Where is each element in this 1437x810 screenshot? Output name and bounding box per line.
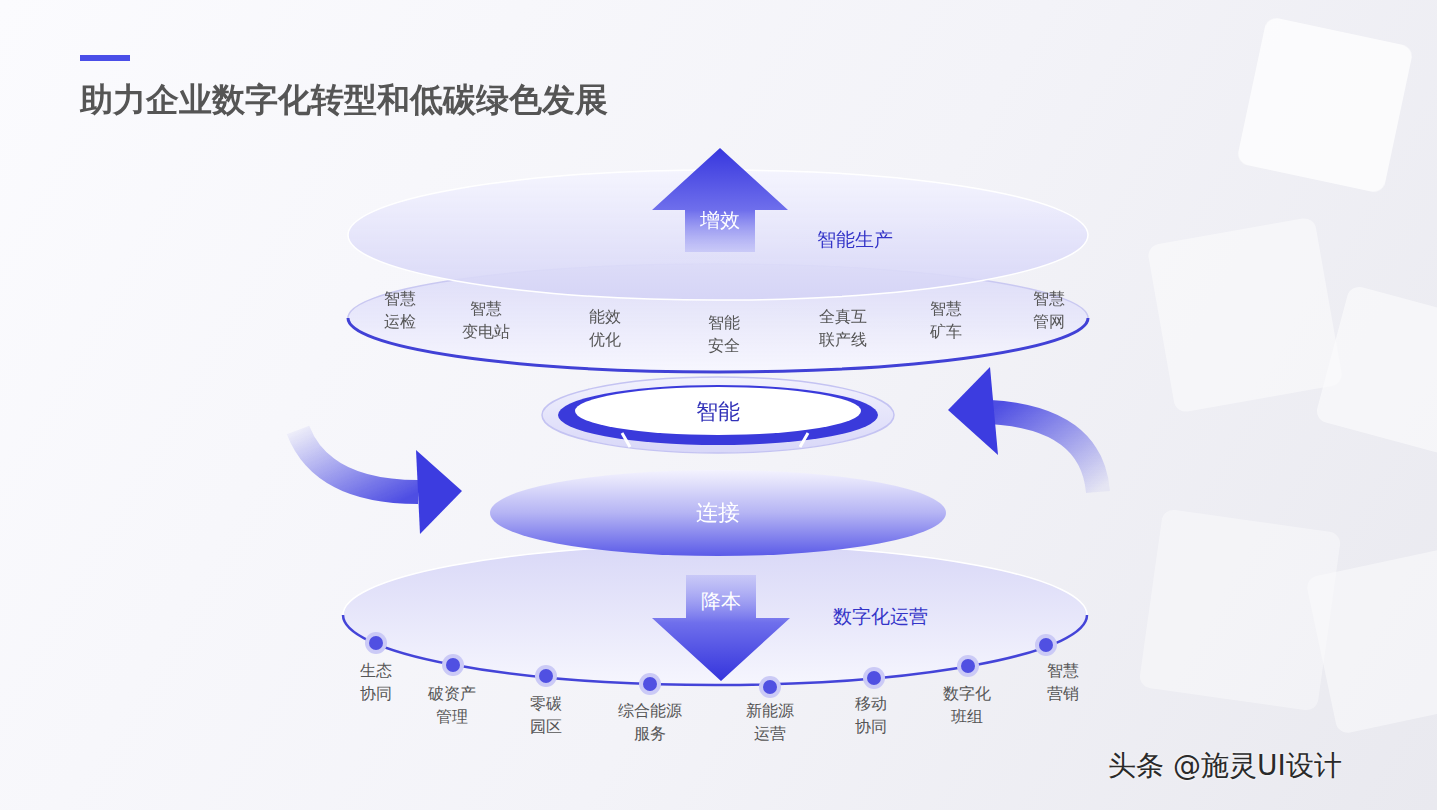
node-label: 智慧 矿车 [930, 297, 962, 343]
node-label: 智慧 管网 [1033, 287, 1065, 333]
node-label: 智慧 运检 [384, 287, 416, 333]
dot-node: 智慧 营销 [991, 631, 1101, 711]
dot [643, 677, 657, 691]
node-label: 智慧 营销 [1047, 659, 1079, 705]
dot-node: 生态 协同 [321, 629, 431, 709]
dot [867, 671, 881, 685]
dot-halo [1035, 634, 1057, 656]
node-label: 移动 协同 [855, 692, 887, 738]
disk-shape [343, 545, 1087, 685]
dot-halo [442, 654, 464, 676]
dot [446, 658, 460, 672]
curved-arrow-right [948, 367, 1098, 492]
dot [369, 636, 383, 650]
dot [961, 659, 975, 673]
dot-node: 零碳 园区 [491, 662, 601, 742]
dot [1039, 638, 1053, 652]
disk-rim [343, 615, 1087, 685]
dot-node: 破资产 管理 [398, 651, 508, 731]
title-bar [80, 55, 130, 61]
dot-halo [639, 673, 661, 695]
node-label: 新能源 运营 [746, 699, 794, 745]
band-shape [348, 264, 1088, 372]
dot-halo [863, 667, 885, 689]
dot-node: 综合能源 服务 [595, 670, 705, 750]
dot-halo [365, 632, 387, 654]
node-label: 智慧 变电站 [462, 297, 510, 343]
node-label: 综合能源 服务 [618, 699, 682, 745]
node-shape [991, 631, 1101, 711]
dot-node: 数字化 班组 [913, 652, 1023, 732]
node-label: 智能 [696, 396, 740, 428]
connect-shape [490, 470, 946, 556]
node-label: 全真互 联产线 [819, 305, 867, 351]
node-label: 生态 协同 [360, 659, 392, 705]
connect-ellipse: 连接 [490, 470, 946, 556]
node-label: 破资产 管理 [428, 682, 476, 728]
dot-halo [535, 665, 557, 687]
node-label: 数字化运营 [833, 603, 928, 631]
arrow-up-box: 增效 [652, 148, 788, 252]
node-shape [652, 148, 788, 252]
dot [763, 680, 777, 694]
dot-node: 新能源 运营 [715, 673, 825, 753]
node-label: 能效 优化 [589, 305, 621, 351]
ring-outer [542, 377, 894, 453]
node-label: 智能 安全 [708, 311, 740, 357]
dot [539, 669, 553, 683]
ring-ellipse: 智能 [540, 375, 896, 455]
node-label: 智能生产 [817, 226, 893, 254]
arrow-down-box: 降本 [652, 575, 790, 681]
dot-node: 移动 协同 [819, 664, 929, 744]
title: 助力企业数字化转型和低碳绿色发展 [80, 78, 608, 123]
curved-arrow-left [298, 430, 462, 534]
node-label: 降本 [701, 587, 741, 616]
ring-band [558, 385, 878, 445]
node-label: 零碳 园区 [530, 692, 562, 738]
ring-inner [575, 387, 861, 435]
node-label: 连接 [696, 497, 740, 529]
node-label: 数字化 班组 [943, 682, 991, 728]
node-label: 增效 [700, 206, 740, 235]
dot-halo [957, 655, 979, 677]
disk-shape [348, 170, 1088, 300]
ring-gap [622, 433, 808, 447]
watermark: 头条 @施灵UI设计 [1108, 747, 1342, 785]
dot-halo [759, 676, 781, 698]
background-cubes [1138, 16, 1437, 735]
